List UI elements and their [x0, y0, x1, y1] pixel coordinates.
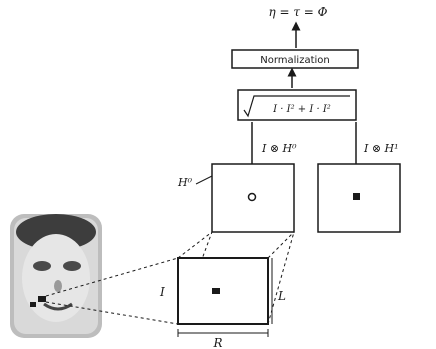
right-patch-center [353, 193, 360, 200]
side-label-right: L [277, 289, 286, 303]
input-patch-center [212, 288, 220, 294]
formula-top: η = τ = Φ [268, 5, 327, 19]
left-patch-label: H⁰ [177, 176, 193, 189]
side-label-left: I [159, 285, 165, 299]
bottom-label: R [212, 336, 222, 349]
right-branch-label: I ⊗ H¹ [363, 142, 399, 155]
sqrt-expression: I · I² + I · I² [272, 104, 331, 115]
left-patch-label-pointer [196, 176, 212, 184]
projection-line-tr [268, 232, 294, 258]
left-branch-label: I ⊗ H⁰ [261, 142, 297, 155]
normalization-label: Normalization [260, 55, 330, 66]
face-image [10, 214, 102, 338]
input-patch [178, 258, 268, 324]
left-patch-center [249, 194, 256, 201]
